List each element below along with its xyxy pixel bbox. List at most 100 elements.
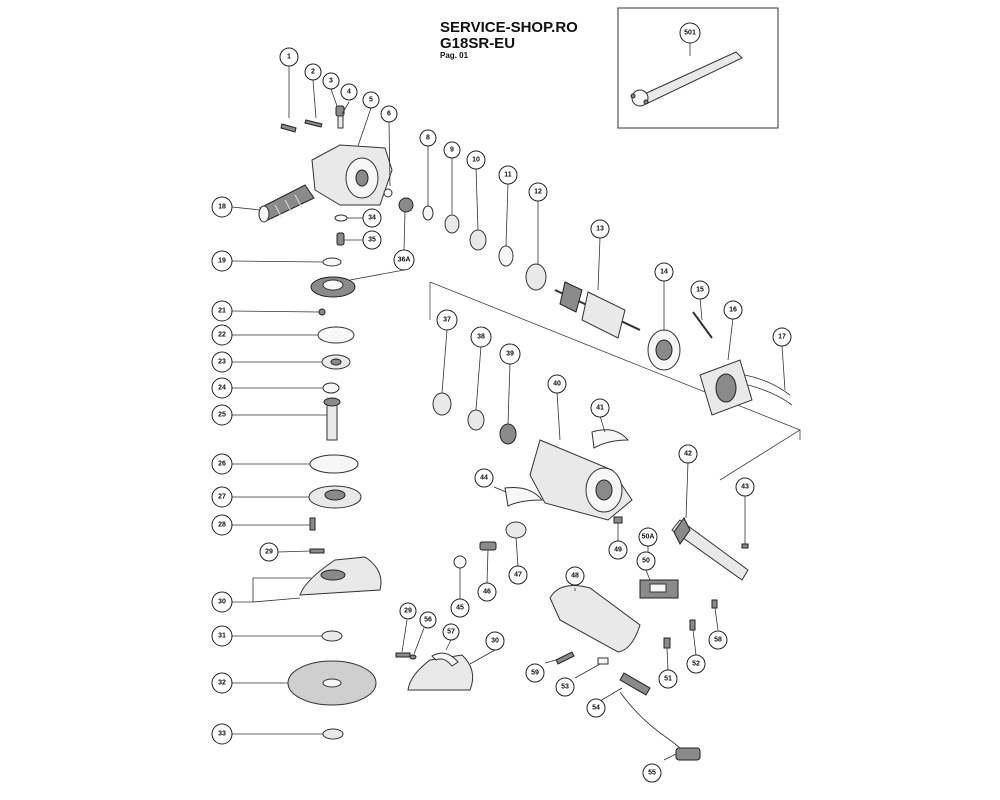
callout-44: 44 [474, 468, 494, 488]
callout-16: 16 [723, 300, 743, 320]
lock-nut-33 [322, 728, 344, 740]
svg-text:12: 12 [534, 189, 542, 196]
svg-text:25: 25 [218, 412, 226, 419]
leader-lines [231, 42, 786, 761]
callout-8: 8 [419, 129, 437, 147]
svg-text:501: 501 [684, 30, 696, 37]
stator-part [699, 359, 753, 416]
svg-text:13: 13 [596, 226, 604, 233]
callout-10: 10 [466, 150, 486, 170]
spring-part [337, 115, 344, 129]
callout-31: 31 [211, 625, 233, 647]
terminal-59 [555, 651, 575, 665]
svg-text:31: 31 [218, 633, 226, 640]
callout-51: 51 [658, 669, 678, 689]
ring-34 [334, 214, 348, 222]
svg-text:57: 57 [447, 629, 455, 636]
bearing-38 [467, 409, 485, 431]
bolt-29b [395, 652, 411, 658]
gasket-26 [309, 454, 359, 474]
callout-29: 29 [259, 542, 279, 562]
callout-30: 30 [211, 591, 233, 613]
svg-text:2: 2 [311, 69, 315, 76]
motor-housing-part [529, 439, 633, 521]
accessory-box [617, 7, 779, 129]
svg-text:47: 47 [514, 572, 522, 579]
callout-53: 53 [555, 677, 575, 697]
callout-28: 28 [211, 514, 233, 536]
svg-text:39: 39 [506, 351, 514, 358]
callout-54: 54 [586, 698, 606, 718]
plug-55 [619, 691, 701, 761]
callout-13: 13 [590, 219, 610, 239]
svg-text:28: 28 [218, 522, 226, 529]
screw-58 [711, 599, 718, 609]
svg-text:43: 43 [741, 484, 749, 491]
callout-19: 19 [211, 250, 233, 272]
bearing-37 [432, 392, 452, 416]
callout-12: 12 [528, 182, 548, 202]
svg-text:15: 15 [696, 287, 704, 294]
callout-39: 39 [499, 343, 521, 365]
grinding-disc-32 [287, 660, 377, 706]
callout-27: 27 [211, 486, 233, 508]
svg-text:54: 54 [592, 705, 600, 712]
svg-text:51: 51 [664, 676, 672, 683]
header-site: SERVICE-SHOP.RO [440, 19, 578, 36]
wheel-guard-part [299, 548, 382, 596]
svg-text:35: 35 [368, 237, 376, 244]
header-model: G18SR-EU [440, 35, 516, 52]
handle-cover-part [549, 585, 641, 653]
svg-text:11: 11 [504, 172, 512, 179]
svg-text:58: 58 [714, 637, 722, 644]
callout-11: 11 [498, 165, 518, 185]
callout-6: 6 [380, 105, 398, 123]
svg-text:46: 46 [483, 589, 491, 596]
screw-21 [318, 308, 326, 316]
svg-text:52: 52 [692, 661, 700, 668]
svg-text:42: 42 [684, 451, 692, 458]
svg-text:59: 59 [531, 670, 539, 677]
callout-2: 2 [304, 63, 322, 81]
callout-52: 52 [686, 654, 706, 674]
carbon-brush-46 [479, 541, 497, 551]
svg-text:32: 32 [218, 680, 226, 687]
svg-text:18: 18 [218, 204, 226, 211]
callout-58: 58 [708, 630, 728, 650]
bearing-cover-22 [317, 326, 355, 344]
callout-48: 48 [565, 566, 585, 586]
gear-housing-part [311, 144, 393, 206]
brush-35 [336, 232, 345, 246]
svg-text:9: 9 [450, 147, 454, 154]
callout-5: 5 [362, 91, 380, 109]
cord-armor-54 [619, 672, 651, 696]
callout-33: 33 [211, 723, 233, 745]
svg-text:50: 50 [642, 558, 650, 565]
svg-text:29: 29 [265, 549, 273, 556]
svg-text:48: 48 [571, 573, 579, 580]
callout-46: 46 [477, 582, 497, 602]
svg-text:22: 22 [218, 332, 226, 339]
callout-37: 37 [436, 309, 458, 331]
screw-28 [309, 517, 316, 531]
svg-text:24: 24 [218, 385, 226, 392]
svg-text:27: 27 [218, 494, 226, 501]
callout-9: 9 [443, 141, 461, 159]
svg-text:8: 8 [426, 135, 430, 142]
svg-text:55: 55 [648, 770, 656, 777]
svg-text:5: 5 [369, 97, 373, 104]
holder-47 [505, 521, 527, 539]
callout-18: 18 [211, 196, 233, 218]
screw-1 [280, 123, 297, 133]
svg-text:38: 38 [477, 334, 485, 341]
svg-text:29: 29 [404, 608, 412, 615]
tube-53 [597, 657, 609, 665]
wheel-guard-2-part [407, 654, 474, 691]
bearing-9 [444, 214, 460, 234]
callout-29b: 29 [399, 602, 417, 620]
callout-42: 42 [678, 444, 698, 464]
callout-45: 45 [450, 598, 470, 618]
svg-text:34: 34 [368, 215, 376, 222]
screw-49 [613, 516, 623, 524]
